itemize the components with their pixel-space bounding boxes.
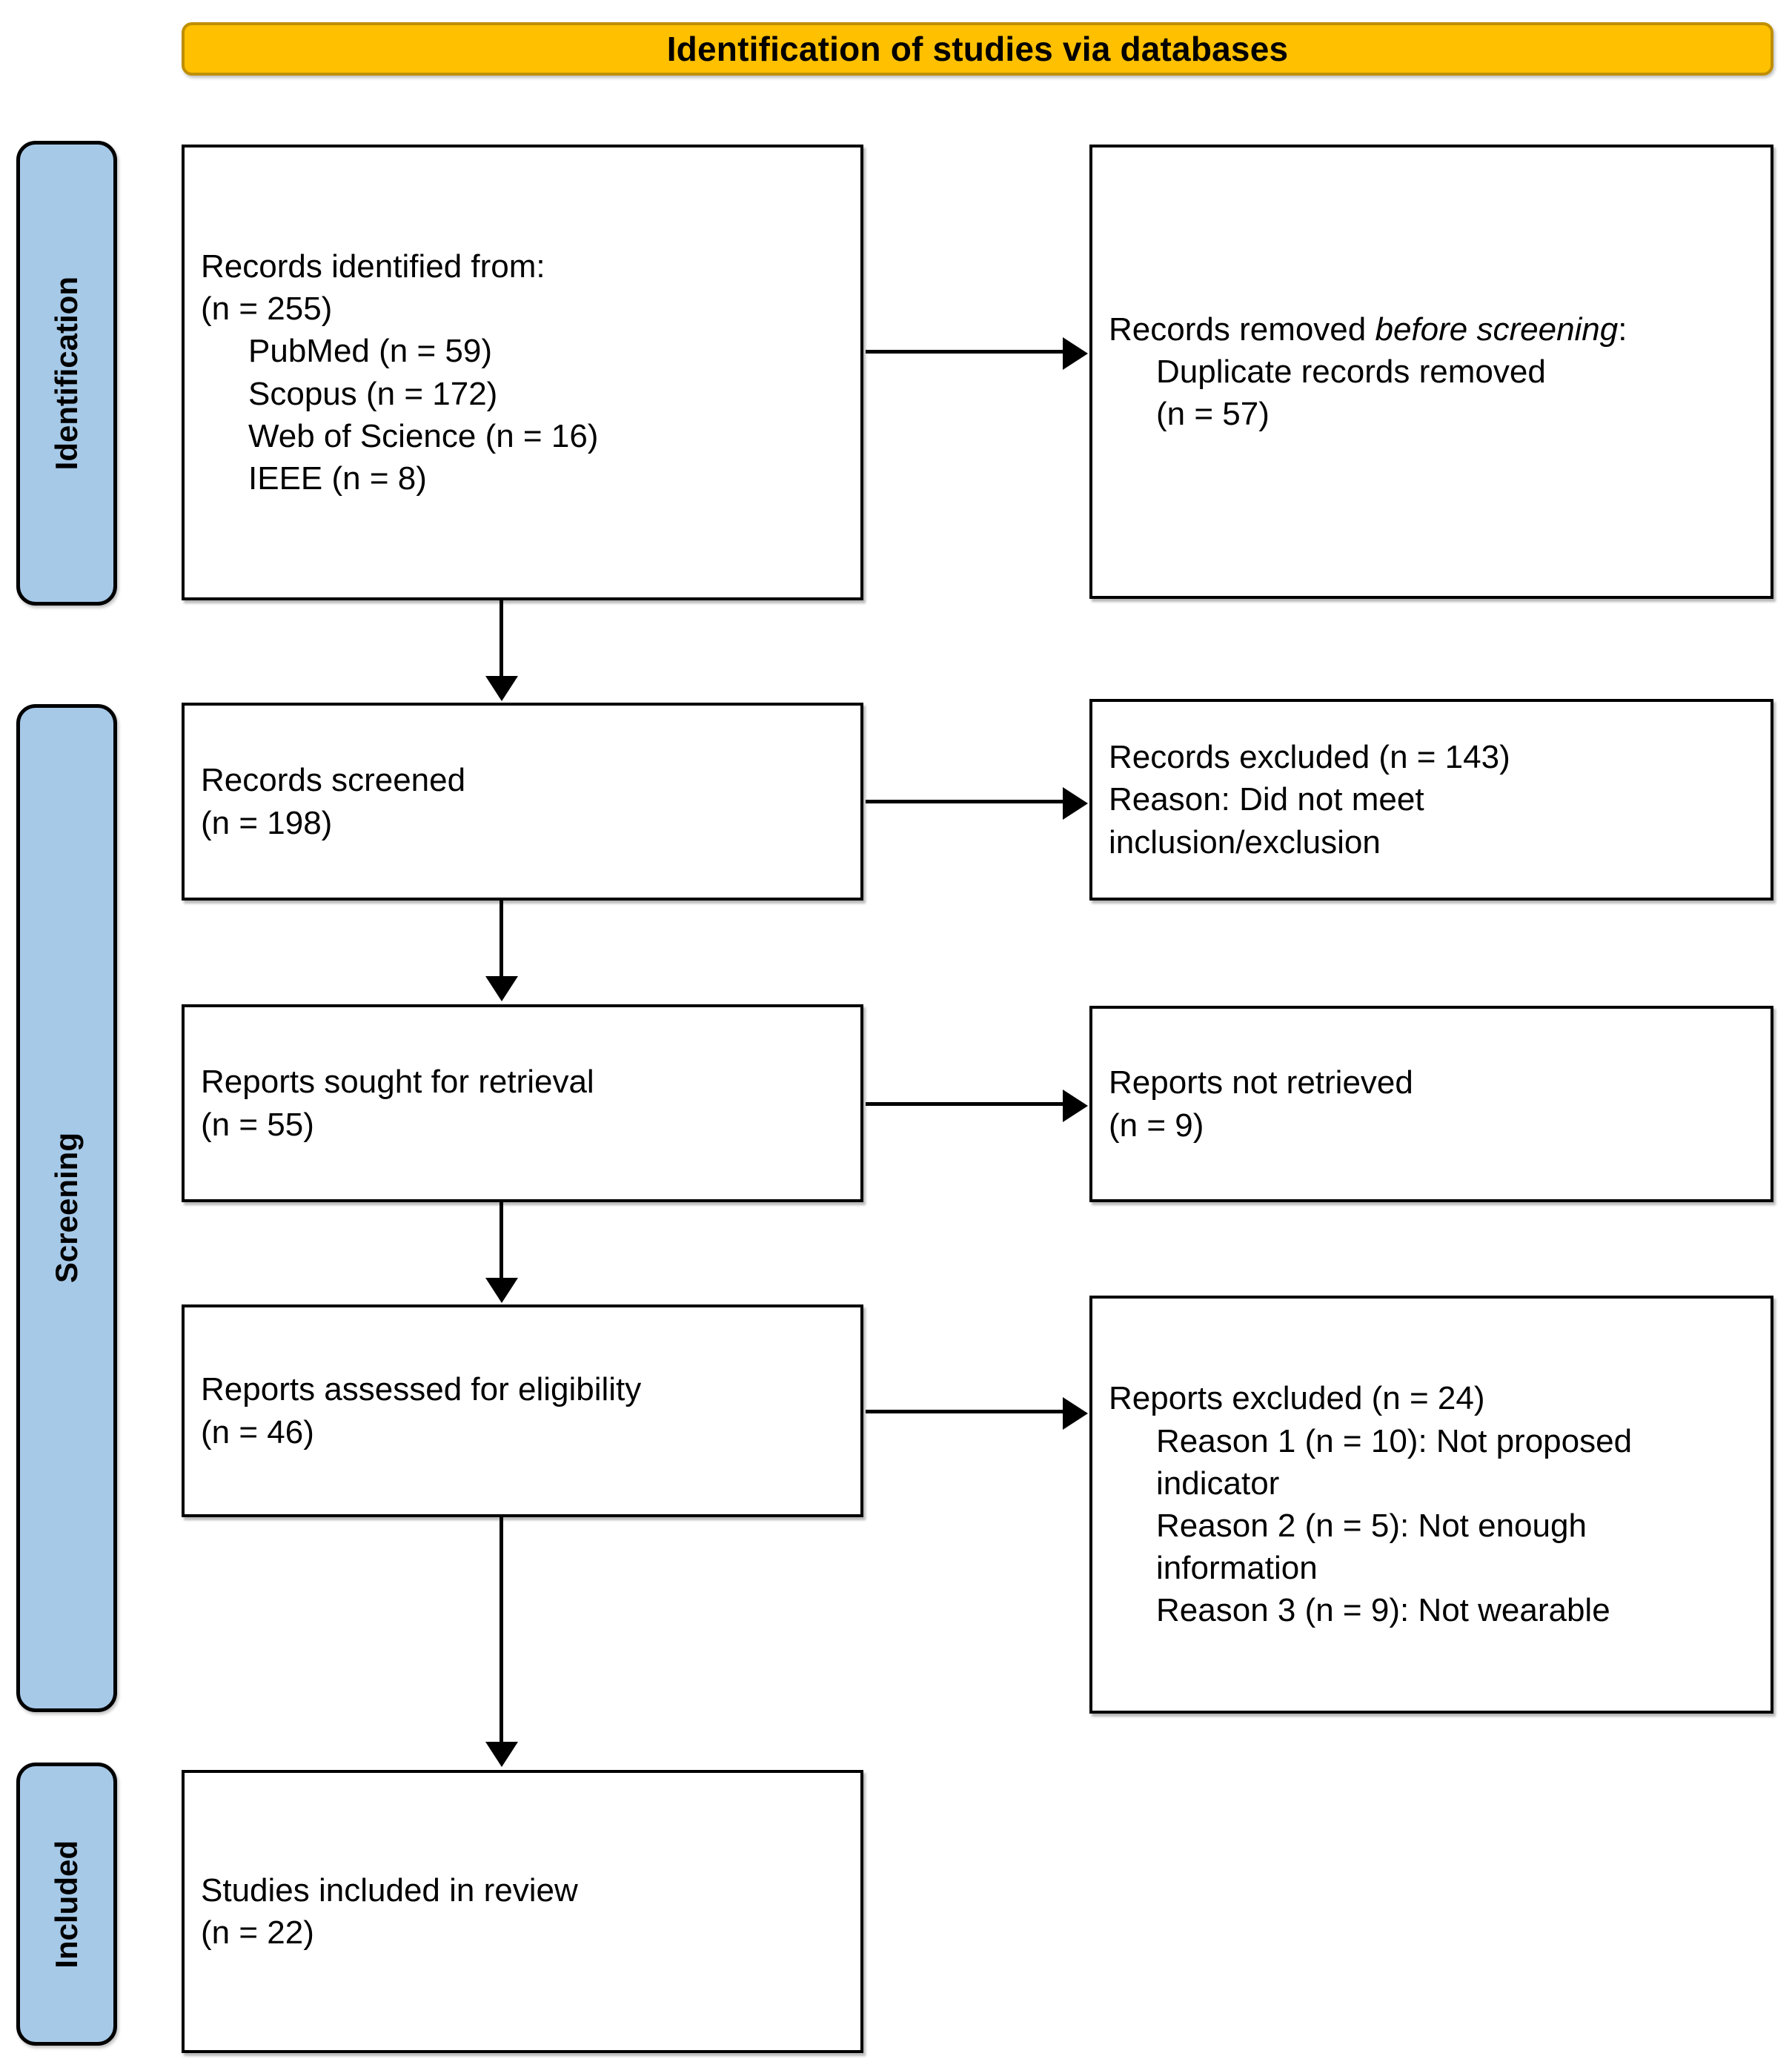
- arrow-down-icon: [485, 676, 518, 701]
- arrow-right-icon: [1063, 1090, 1088, 1122]
- stage-tab-identification-label: Identification: [49, 276, 84, 471]
- stage-tab-included-label: Included: [49, 1840, 84, 1969]
- box-reports-sought-for-retrieval: Reports sought for retrieval (n = 55): [182, 1004, 863, 1202]
- records-removed-lead: Records removed: [1109, 311, 1375, 348]
- box-records-screened-text: Records screened (n = 198): [201, 762, 466, 841]
- box-reports-assessed-for-eligibility: Reports assessed for eligibility (n = 46…: [182, 1304, 863, 1517]
- duplicate-records-removed: Duplicate records removed: [1156, 353, 1546, 390]
- box-records-screened: Records screened (n = 198): [182, 703, 863, 901]
- stage-tab-identification: Identification: [16, 141, 117, 606]
- arrow-right-icon: [1063, 787, 1088, 820]
- arrow-right-icon: [1063, 1397, 1088, 1430]
- box-records-identified: Records identified from: (n = 255) PubMed …: [182, 145, 863, 600]
- connector-line-sought-to-not-retrieved: [866, 1102, 1064, 1106]
- connector-line-sought-to-assessed: [500, 1202, 503, 1279]
- duplicate-records-count: (n = 57): [1156, 396, 1270, 433]
- reports-excluded-reason-1: Reason 1 (n = 10): Not proposed indicato…: [1156, 1422, 1642, 1502]
- source-scopus: Scopus (n = 172): [248, 375, 498, 412]
- connector-line-screened-to-sought: [500, 901, 503, 978]
- source-web-of-science: Web of Science (n = 16): [248, 417, 599, 454]
- box-reports-sought-text: Reports sought for retrieval (n = 55): [201, 1064, 594, 1143]
- diagram-title: Identification of studies via databases: [666, 30, 1289, 68]
- connector-line-screened-to-excluded: [866, 800, 1064, 803]
- box-studies-included-text: Studies included in review (n = 22): [201, 1871, 578, 1951]
- reports-excluded-header: Reports excluded (n = 24): [1109, 1380, 1485, 1417]
- box-records-removed-before-screening: Records removed before screening: Duplica…: [1089, 145, 1773, 599]
- reports-excluded-reason-3: Reason 3 (n = 9): Not wearable: [1156, 1592, 1610, 1629]
- stage-tab-screening: Screening: [16, 704, 117, 1712]
- source-pubmed: PubMed (n = 59): [248, 333, 492, 370]
- records-removed-emphasis: before screening: [1375, 311, 1619, 348]
- arrow-down-icon: [485, 1278, 518, 1303]
- connector-line-identified-to-screened: [500, 600, 503, 677]
- stage-tab-screening-label: Screening: [49, 1133, 84, 1284]
- reports-excluded-reason-2: Reason 2 (n = 5): Not enough information: [1156, 1508, 1596, 1587]
- box-studies-included-in-review: Studies included in review (n = 22): [182, 1770, 863, 2053]
- box-reports-not-retrieved: Reports not retrieved (n = 9): [1089, 1006, 1773, 1202]
- records-identified-count: (n = 255): [201, 291, 333, 328]
- box-reports-assessed-text: Reports assessed for eligibility (n = 46…: [201, 1371, 642, 1450]
- source-ieee: IEEE (n = 8): [248, 460, 427, 497]
- records-identified-title: Records identified from:: [201, 248, 545, 285]
- diagram-title-band: Identification of studies via databases: [182, 22, 1773, 76]
- arrow-right-icon: [1063, 337, 1088, 370]
- box-records-identified-text: Records identified from: (n = 255) PubMed …: [185, 245, 614, 500]
- connector-line-assessed-to-included: [500, 1517, 503, 1743]
- arrow-down-icon: [485, 1742, 518, 1767]
- box-reports-excluded-text: Reports excluded (n = 24) Reason 1 (n = 1…: [1092, 1377, 1771, 1631]
- arrow-down-icon: [485, 976, 518, 1001]
- connector-line-assessed-to-excluded: [866, 1410, 1064, 1413]
- box-reports-not-retrieved-text: Reports not retrieved (n = 9): [1109, 1064, 1413, 1144]
- box-records-excluded-text: Records excluded (n = 143) Reason: Did n…: [1109, 739, 1510, 861]
- records-removed-lead-tail: :: [1618, 311, 1627, 348]
- connector-line-identified-to-removed: [866, 350, 1064, 354]
- stage-tab-included: Included: [16, 1763, 117, 2046]
- box-reports-excluded: Reports excluded (n = 24) Reason 1 (n = 1…: [1089, 1296, 1773, 1714]
- box-records-excluded: Records excluded (n = 143) Reason: Did n…: [1089, 699, 1773, 901]
- box-records-removed-text: Records removed before screening: Duplica…: [1092, 308, 1643, 436]
